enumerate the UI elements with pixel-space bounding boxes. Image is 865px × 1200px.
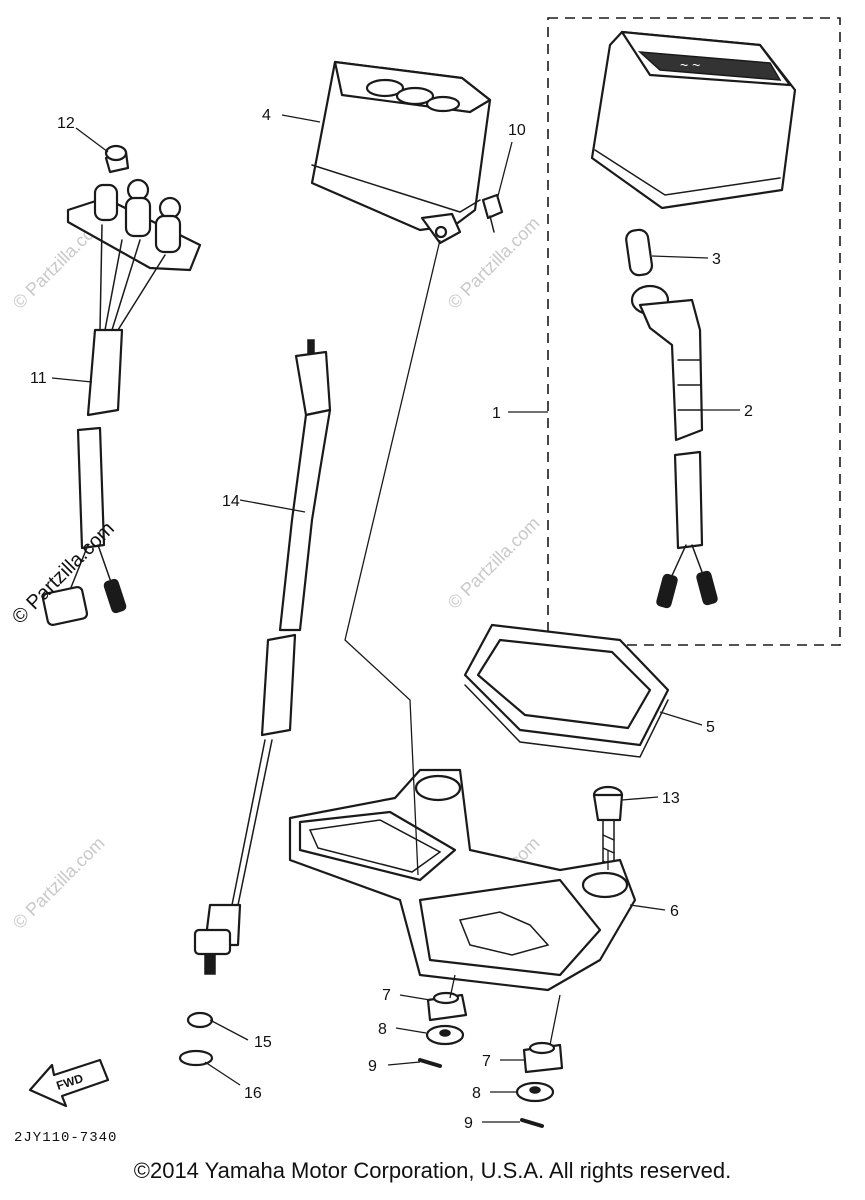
leader-lines (51, 114, 740, 1123)
part-3-bulb[interactable] (625, 228, 654, 277)
callout-8-lower: 8 (472, 1085, 481, 1102)
part-6-meter-bracket[interactable] (288, 768, 637, 992)
part-4-meter-housing[interactable] (310, 60, 492, 245)
callout-5: 5 (706, 719, 715, 736)
callout-11: 11 (30, 370, 47, 387)
part-9-pin-upper[interactable] (418, 1058, 442, 1068)
callout-14: 14 (222, 493, 240, 510)
copyright-notice: ©2014 Yamaha Motor Corporation, U.S.A. A… (133, 1158, 732, 1183)
part-8-washer-lower[interactable] (515, 1081, 555, 1103)
part-7-damper-upper[interactable] (426, 991, 468, 1022)
part-5-gasket[interactable] (463, 623, 670, 758)
part-10-screw[interactable] (481, 193, 504, 233)
callout-15: 15 (254, 1034, 272, 1051)
part-13-bolt[interactable] (592, 785, 624, 871)
callout-16: 16 (244, 1085, 262, 1102)
diagram-code: 2JY110-7340 (14, 1130, 118, 1146)
part-12-bulb[interactable] (104, 144, 130, 174)
callout-12: 12 (57, 115, 75, 132)
callout-7-lower: 7 (482, 1053, 491, 1070)
callout-6: 6 (670, 903, 679, 920)
callout-10: 10 (508, 122, 526, 139)
part-2-socket-cord[interactable] (630, 284, 718, 609)
callout-13: 13 (662, 790, 680, 807)
callout-8-upper: 8 (378, 1021, 387, 1038)
callout-9-lower: 9 (464, 1115, 473, 1132)
callout-7-upper: 7 (382, 987, 391, 1004)
part-14-speedometer-cable[interactable] (193, 339, 332, 975)
callout-1: 1 (492, 405, 501, 422)
part-1-meter-assembly[interactable]: ~ ~ (590, 30, 797, 210)
svg-text:~ ~: ~ ~ (680, 57, 700, 73)
part-9-pin-lower[interactable] (520, 1118, 544, 1128)
watermark-text: © Partzilla.com (9, 833, 109, 933)
part-16-o-ring[interactable] (178, 1049, 214, 1067)
watermark-text: © Partzilla.com (444, 513, 544, 613)
fwd-arrow-icon: FWD (28, 1058, 110, 1108)
assembly-boundary (547, 17, 841, 646)
callout-4: 4 (262, 107, 271, 124)
part-11-indicator-harness[interactable] (41, 178, 202, 626)
part-7-damper-lower[interactable] (522, 1041, 564, 1074)
callout-3: 3 (712, 251, 721, 268)
callout-2: 2 (744, 403, 753, 420)
part-15-circlip[interactable] (186, 1011, 214, 1029)
part-8-washer-upper[interactable] (425, 1024, 465, 1046)
callout-9-upper: 9 (368, 1058, 377, 1075)
callout-labels: 4 10 12 11 14 3 2 1 5 13 6 7 8 9 7 8 9 1… (30, 107, 753, 1132)
